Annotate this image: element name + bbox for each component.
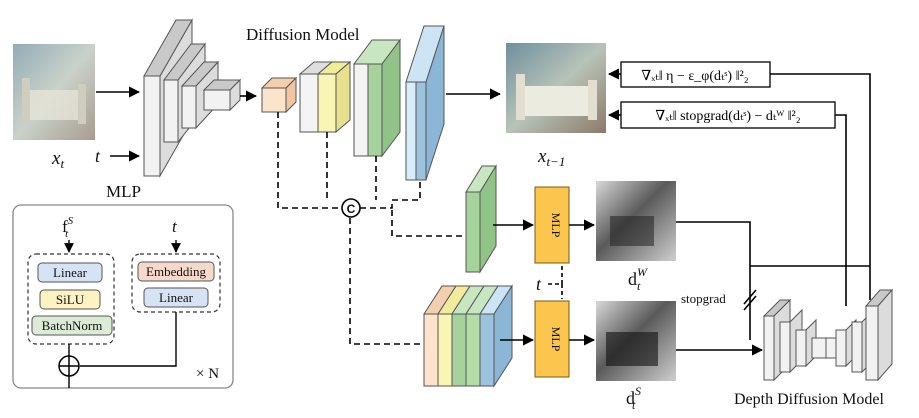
layer-linear-right: Linear <box>143 287 209 308</box>
line-dw-to-depth-model <box>676 221 751 340</box>
decoder-block-1 <box>298 60 352 134</box>
upper-feature-block <box>465 164 497 274</box>
mlp-block-lower: MLP <box>534 300 570 378</box>
input-image-xt <box>13 44 95 140</box>
loss-box-bottom: ∇ₓₜ‖ stopgrad(dₜˢ) − dₜᵂ ‖²₂ <box>620 101 836 129</box>
svg-text:Linear: Linear <box>53 265 88 280</box>
line-depth-model-to-loss-bottom <box>835 114 847 306</box>
svg-text:MLP: MLP <box>549 213 563 238</box>
depth-diffusion-model <box>762 288 894 382</box>
mlp-right-branch <box>131 253 221 313</box>
svg-text:∇ₓₜ‖ η − ε_φ(dₜˢ) ‖²₂: ∇ₓₜ‖ η − ε_φ(dₜˢ) ‖²₂ <box>641 69 748 84</box>
dashed-time-connection <box>548 265 563 299</box>
concat-node <box>341 198 361 218</box>
depth-map-dw <box>596 181 676 261</box>
line-depth-model-to-loss-top <box>770 73 871 300</box>
svg-text:∇ₓₜ‖ stopgrad(dₜˢ) − dₜᵂ ‖²₂: ∇ₓₜ‖ stopgrad(dₜˢ) − dₜᵂ ‖²₂ <box>655 109 800 124</box>
t-mid-label: t <box>536 274 542 294</box>
mlp-left-branch <box>27 253 115 345</box>
concat-symbol: C <box>347 202 356 216</box>
sum-node <box>58 355 80 377</box>
output-image-xprev <box>506 43 606 133</box>
bottleneck-block <box>260 76 298 114</box>
depth-diffusion-model-title: Depth Diffusion Model <box>734 391 884 408</box>
stopgrad-label: stopgrad <box>681 291 726 306</box>
layer-silu: SiLU <box>39 289 101 310</box>
mlp-time-input-label: t <box>172 217 178 236</box>
line-right-branch-to-sum <box>80 312 177 367</box>
svg-text:Embedding: Embedding <box>146 264 206 279</box>
mlp-box-title: MLP <box>106 182 141 201</box>
dashed-connections <box>277 112 466 345</box>
repeat-label: × N <box>196 366 219 382</box>
svg-text:Linear: Linear <box>159 290 194 305</box>
decoder-block-3 <box>405 25 445 181</box>
decoder-block-2 <box>353 38 401 158</box>
xprev-label: xt−1 <box>537 146 565 169</box>
layer-embedding: Embedding <box>137 261 215 282</box>
loss-box-top: ∇ₓₜ‖ η − ε_φ(dₜˢ) ‖²₂ <box>620 61 771 88</box>
t-input-label: t <box>95 146 101 166</box>
xt-label: xt <box>51 148 64 171</box>
svg-text:BatchNorm: BatchNorm <box>42 318 103 333</box>
svg-text:MLP: MLP <box>549 327 563 352</box>
mlp-block-upper: MLP <box>534 186 570 264</box>
stopgrad-marker <box>743 289 757 311</box>
svg-text:SiLU: SiLU <box>56 292 85 307</box>
layer-linear-left: Linear <box>37 262 103 283</box>
depth-map-ds <box>596 301 676 381</box>
lower-feature-stack <box>423 284 513 388</box>
encoder-layers <box>143 18 242 178</box>
layer-batchnorm: BatchNorm <box>31 315 113 336</box>
diffusion-model-title: Diffusion Model <box>246 25 360 44</box>
